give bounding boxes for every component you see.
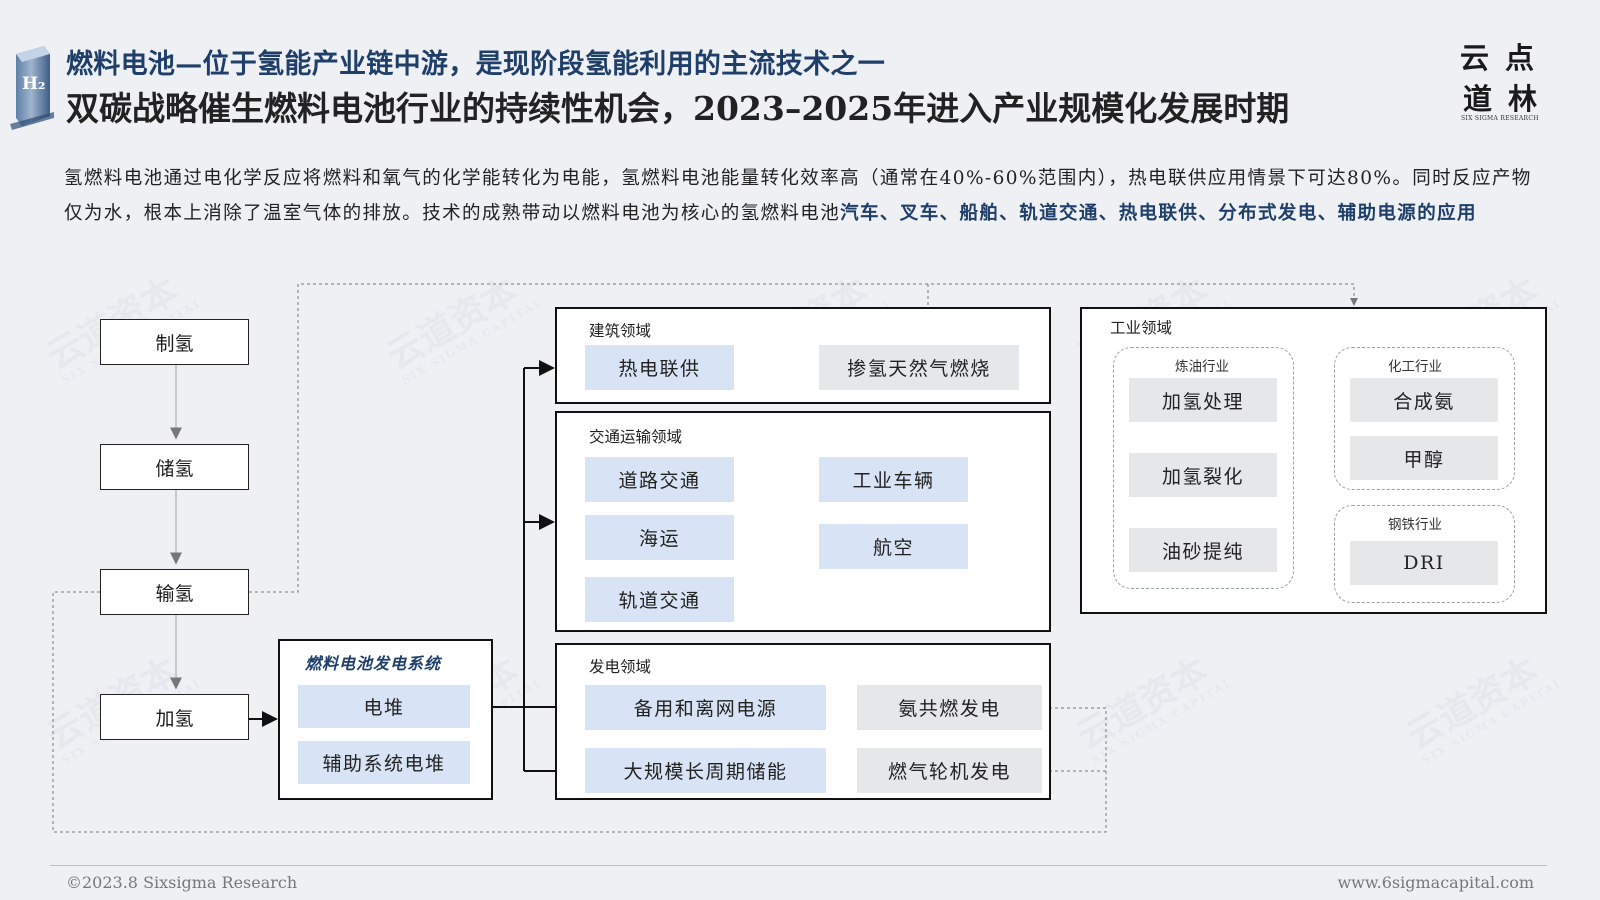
h2-label: H₂	[22, 74, 46, 94]
chain-refueling: 加氢	[100, 694, 249, 740]
transport-shipping: 海运	[585, 515, 734, 560]
refining-oil-sands: 油砂提纯	[1129, 528, 1277, 572]
page-title: 双碳战略催生燃料电池行业的持续性机会，2023–2025年进入产业规模化发展时期	[66, 89, 1290, 128]
building-label: 建筑领域	[589, 322, 652, 340]
footer-divider	[50, 865, 1547, 866]
power-label: 发电领域	[589, 658, 652, 676]
logo-line-2: 道林	[1463, 82, 1554, 116]
logo-line-1: 云点	[1460, 41, 1551, 75]
chemical-ammonia: 合成氨	[1350, 378, 1498, 422]
fuel-cell-stack: 电堆	[298, 685, 470, 728]
power-storage: 大规模长周期储能	[585, 748, 826, 793]
steel-dri: DRI	[1350, 541, 1498, 585]
transport-industrial-vehicles: 工业车辆	[819, 457, 968, 502]
power-gas-turbine: 燃气轮机发电	[857, 748, 1042, 793]
footer-website: www.6sigmacapital.com	[1337, 873, 1534, 892]
footer-copyright: ©2023.8 Sixsigma Research	[66, 873, 298, 892]
hydrogen-cylinder-icon	[10, 46, 54, 130]
steel-label: 钢铁行业	[1388, 517, 1442, 533]
power-ammonia-cofiring: 氨共燃发电	[857, 685, 1042, 730]
chain-production: 制氢	[100, 319, 249, 365]
chemical-methanol: 甲醇	[1350, 436, 1498, 480]
chemical-label: 化工行业	[1388, 359, 1442, 375]
intro-highlight: 汽车、叉车、船舶、轨道交通、热电联供、分布式发电、辅助电源的应用	[840, 203, 1477, 224]
logo-subtitle: SIX SIGMA RESEARCH	[1461, 115, 1539, 122]
power-backup: 备用和离网电源	[585, 685, 826, 730]
industry-label: 工业领域	[1110, 319, 1173, 337]
transport-label: 交通运输领域	[589, 428, 683, 446]
transport-road: 道路交通	[585, 457, 734, 502]
page-subtitle: 燃料电池—位于氢能产业链中游，是现阶段氢能利用的主流技术之一	[66, 49, 885, 80]
intro-paragraph: 氢燃料电池通过电化学反应将燃料和氧气的化学能转化为电能，氢燃料电池能量转化效率高…	[64, 161, 1540, 231]
fuel-cell-auxiliary-stack: 辅助系统电堆	[298, 741, 470, 784]
fuel-cell-system-title: 燃料电池发电系统	[305, 654, 442, 673]
refining-hydrocracking: 加氢裂化	[1129, 453, 1277, 497]
refining-label: 炼油行业	[1175, 359, 1229, 375]
building-chp: 热电联供	[585, 345, 734, 390]
chain-storage: 储氢	[100, 444, 249, 490]
transport-rail: 轨道交通	[585, 577, 734, 622]
chain-transport: 输氢	[100, 569, 249, 615]
refining-hydrotreating: 加氢处理	[1129, 378, 1277, 422]
building-blended-gas: 掺氢天然气燃烧	[819, 345, 1019, 390]
transport-aviation: 航空	[819, 524, 968, 569]
intro-text: 氢燃料电池通过电化学反应将燃料和氧气的化学能转化为电能，氢燃料电池能量转化效率高…	[64, 168, 1532, 224]
